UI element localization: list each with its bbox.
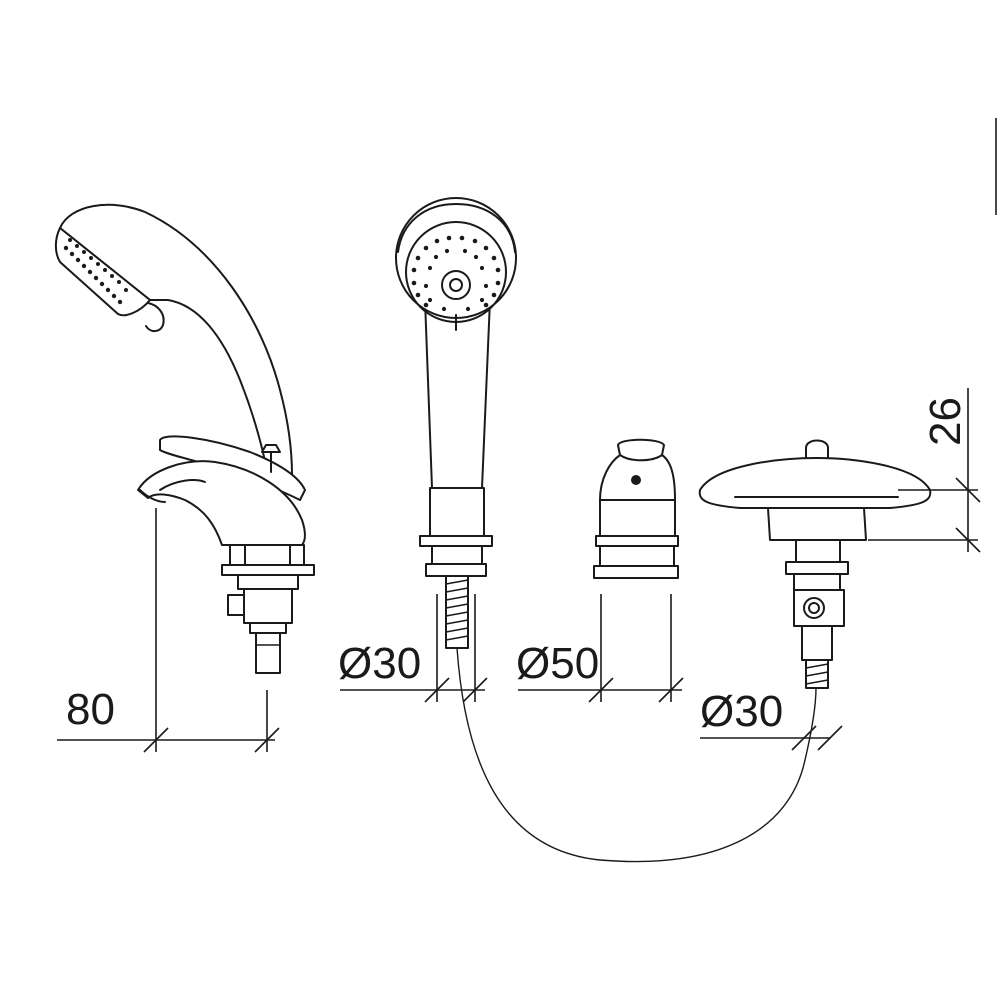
spout-collar — [229, 544, 305, 566]
diverter-assembly — [698, 439, 932, 689]
holder-flange — [419, 535, 493, 547]
handshower-handle — [424, 299, 491, 489]
hose-thread-lines — [445, 579, 469, 641]
label-mixer-diameter: Ø50 — [516, 639, 599, 688]
spout-deck-washer — [221, 564, 315, 576]
mixer-indicator — [631, 475, 641, 485]
handshower-face-side — [54, 227, 151, 317]
mixer-flange — [595, 535, 679, 547]
spout-valve — [243, 588, 293, 624]
holder-lower-nut — [425, 563, 487, 577]
dim-holder-diameter — [340, 594, 488, 703]
diverter-knob-small — [261, 444, 281, 453]
mixer-nut — [599, 545, 675, 567]
spout-nut — [237, 574, 299, 590]
handshower-nozzles-front — [411, 235, 501, 312]
mixer-base-plate — [593, 565, 679, 579]
dim-mixer-diameter — [518, 594, 684, 703]
label-holder-diameter: Ø30 — [338, 639, 421, 688]
handshower-ring — [145, 302, 165, 333]
diverter-collar — [795, 539, 841, 563]
mixer-body — [599, 499, 676, 537]
diverter-knob — [805, 439, 829, 461]
mixer-handle — [599, 438, 676, 501]
holder-nut — [431, 545, 483, 565]
mixer-body-assembly — [593, 438, 679, 579]
shower-hose — [456, 647, 817, 863]
handshower-center-nozzle — [441, 270, 471, 300]
diverter-tail — [801, 625, 833, 661]
dim-diverter-diameter — [700, 725, 843, 751]
diverter-body — [767, 507, 867, 541]
diverter-washer — [785, 561, 849, 575]
handshower-nozzles-side — [63, 238, 128, 305]
spout-tail — [255, 632, 281, 674]
diverter-nut — [793, 573, 841, 591]
spout-side-outlet — [227, 594, 245, 616]
label-diverter-height: 26 — [921, 397, 970, 446]
spout-assembly — [54, 203, 315, 674]
spout-lower-nut — [249, 622, 287, 634]
dim-diverter-height — [868, 388, 981, 553]
handshower-assembly — [395, 197, 517, 649]
dim-spout-height — [57, 508, 280, 753]
label-diverter-diameter: Ø30 — [700, 687, 783, 736]
handshower-holder — [429, 487, 485, 537]
handshower-handle-side — [59, 203, 293, 476]
diverter-cap — [698, 457, 932, 509]
label-spout-height: 80 — [66, 685, 115, 734]
